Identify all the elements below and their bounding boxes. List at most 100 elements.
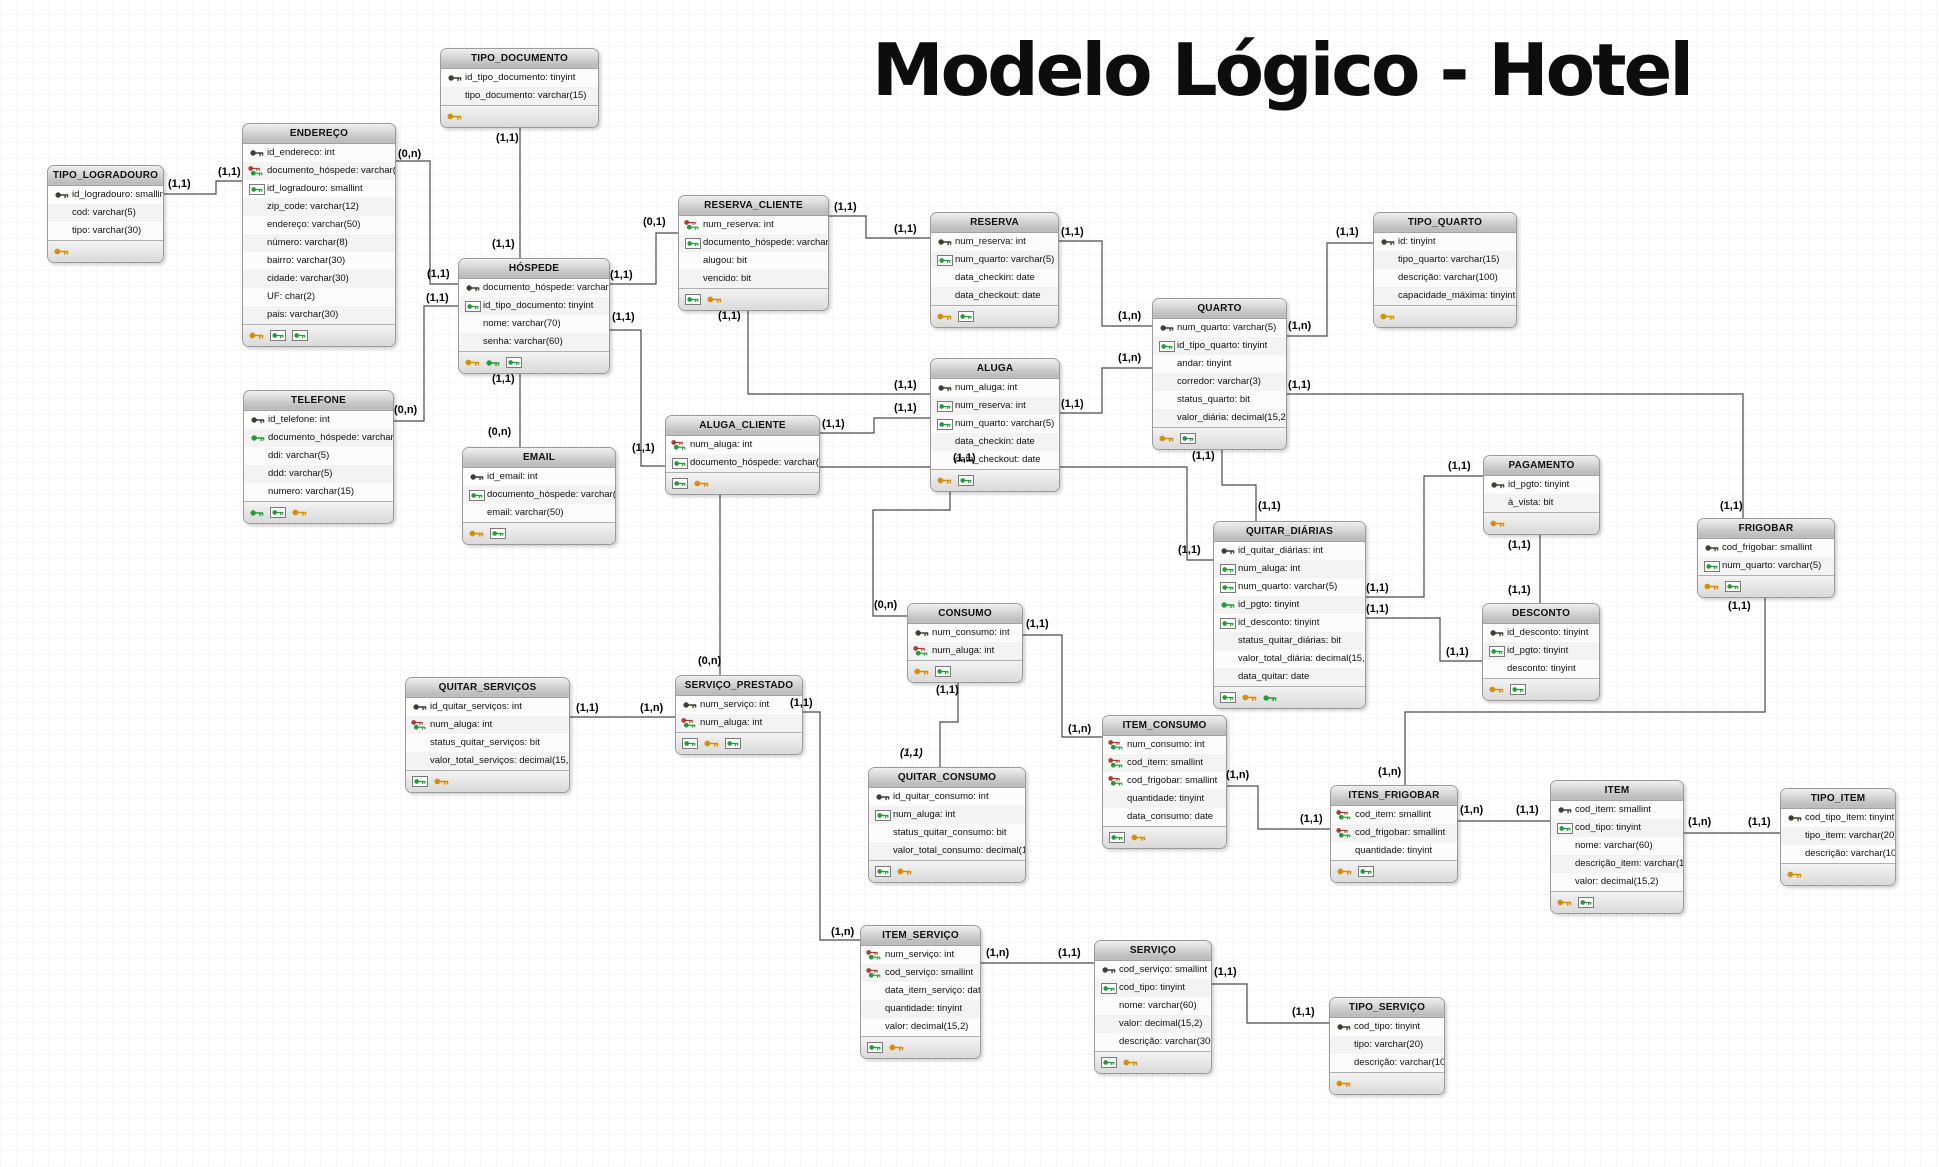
entity-title: ALUGA_CLIENTE bbox=[666, 416, 819, 436]
cardinality-label: (1,1) bbox=[1336, 226, 1359, 238]
key-icon bbox=[1263, 693, 1277, 703]
relationship-line bbox=[1058, 367, 1152, 414]
field-label: num_serviço: int bbox=[885, 949, 955, 960]
field-label: data_checkin: date bbox=[955, 272, 1035, 283]
cardinality-label: (1,1) bbox=[900, 747, 923, 759]
field-row: endereço: varchar(50) bbox=[243, 216, 395, 234]
cardinality-label: (1,1) bbox=[1061, 226, 1084, 238]
cardinality-label: (1,1) bbox=[1292, 1006, 1315, 1018]
composite-key-icon bbox=[864, 967, 885, 979]
primary-key-icon bbox=[466, 472, 487, 482]
entity-footer bbox=[1103, 826, 1226, 848]
field-row: descrição: varchar(100) bbox=[1330, 1054, 1444, 1072]
field-label: cod_frigobar: smallint bbox=[1355, 827, 1446, 838]
field-row: num_reserva: int bbox=[931, 397, 1059, 415]
field-label: num_aluga: int bbox=[1238, 563, 1301, 574]
field-row: quantidade: tinyint bbox=[861, 1000, 980, 1018]
field-label: num_serviço: int bbox=[700, 699, 770, 710]
primary-key-icon bbox=[409, 702, 430, 712]
field-row: documento_hóspede: varchar(14) bbox=[243, 162, 395, 180]
foreign-key-icon bbox=[1701, 560, 1722, 572]
foreign-key-icon bbox=[1156, 340, 1177, 352]
field-row: num_quarto: varchar(5) bbox=[931, 415, 1059, 433]
field-label: documento_hóspede: varchar(14) bbox=[690, 457, 820, 468]
field-row: num_aluga: int bbox=[666, 436, 819, 454]
entity-title: DESCONTO bbox=[1483, 604, 1599, 624]
field-row: senha: varchar(60) bbox=[459, 333, 609, 351]
field-row: num_quarto: varchar(5) bbox=[1214, 578, 1365, 596]
field-row: cod_serviço: smallint bbox=[1095, 961, 1211, 979]
field-label: ddd: varchar(5) bbox=[268, 468, 333, 479]
field-row: bairro: varchar(30) bbox=[243, 252, 395, 270]
foreign-key-icon bbox=[1358, 866, 1374, 877]
field-row: zip_code: varchar(12) bbox=[243, 198, 395, 216]
field-label: data_checkout: date bbox=[955, 290, 1041, 301]
field-label: num_reserva: int bbox=[955, 400, 1026, 411]
field-label: descrição: varchar(300) bbox=[1119, 1036, 1212, 1047]
primary-key-icon bbox=[1098, 965, 1119, 975]
key-icon bbox=[247, 433, 268, 443]
field-label: id_pgto: tinyint bbox=[1508, 479, 1570, 490]
field-label: cod_item: smallint bbox=[1575, 804, 1652, 815]
foreign-key-icon bbox=[958, 475, 974, 486]
field-row: num_aluga: int bbox=[676, 714, 802, 732]
entity-footer bbox=[1483, 678, 1599, 700]
cardinality-label: (1,1) bbox=[492, 238, 515, 250]
foreign-key-icon bbox=[1220, 692, 1236, 703]
cardinality-label: (1,1) bbox=[1508, 584, 1531, 596]
entity-title: PAGAMENTO bbox=[1484, 456, 1599, 476]
entity-footer bbox=[676, 732, 802, 754]
foreign-key-icon bbox=[292, 330, 308, 341]
field-row: descrição: varchar(10) bbox=[1781, 845, 1895, 863]
entity-title: ENDEREÇO bbox=[243, 124, 395, 144]
field-label: valor_total_consumo: decimal(15,2) bbox=[893, 845, 1025, 856]
field-label: id_logradouro: smallint bbox=[267, 183, 363, 194]
cardinality-label: (1,n) bbox=[1118, 352, 1142, 364]
field-label: num_aluga: int bbox=[893, 809, 956, 820]
entity-title: QUITAR_CONSUMO bbox=[869, 768, 1025, 788]
field-row: nome: varchar(70) bbox=[459, 315, 609, 333]
field-row: valor_total_diária: decimal(15,2) bbox=[1214, 650, 1365, 668]
primary-key-icon bbox=[249, 330, 264, 341]
foreign-key-icon bbox=[935, 666, 951, 677]
primary-key-icon bbox=[1554, 805, 1575, 815]
entity-footer bbox=[1153, 427, 1286, 449]
cardinality-label: (1,1) bbox=[610, 269, 633, 281]
field-label: valor: decimal(15,2) bbox=[1119, 1018, 1203, 1029]
field-row: status_quitar_diárias: bit bbox=[1214, 632, 1365, 650]
primary-key-icon bbox=[704, 738, 719, 749]
entity-title: ITEM_SERVIÇO bbox=[861, 926, 980, 946]
field-row: documento_hóspede: varchar(14) bbox=[244, 429, 393, 447]
field-label: cidade: varchar(30) bbox=[267, 273, 349, 284]
relationship-line bbox=[1404, 594, 1766, 785]
field-label: documento_hóspede: varchar(14) bbox=[267, 165, 396, 176]
primary-key-icon bbox=[1156, 323, 1177, 333]
